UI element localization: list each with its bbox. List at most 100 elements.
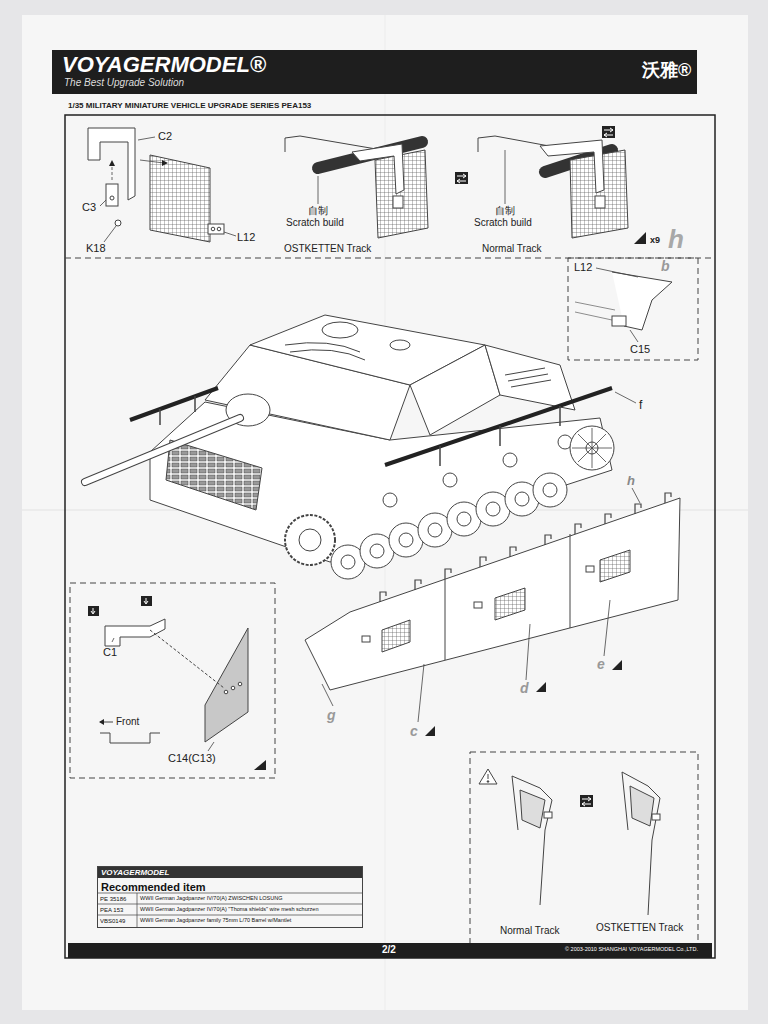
skirt-panel — [570, 534, 571, 628]
skirt-rail — [130, 388, 218, 420]
skirt-panel — [474, 602, 482, 608]
node-text: VOYAGERMODEL — [101, 869, 169, 877]
node-text: 沃雅® — [642, 61, 691, 79]
leader-line — [138, 137, 155, 140]
bracket-detail — [100, 733, 160, 743]
tank-hull — [290, 350, 365, 360]
table-cell: PE 35186 — [100, 896, 126, 902]
running-gear — [503, 453, 517, 467]
leader-line — [100, 200, 106, 206]
scratch-build-assembly — [352, 144, 404, 194]
hanger-detail — [612, 316, 626, 326]
running-gear — [486, 502, 500, 516]
table-grid — [97, 866, 363, 878]
mount-comparison — [488, 774, 489, 779]
node-text: Recommended item — [101, 882, 206, 893]
mount-comparison — [512, 776, 552, 905]
mount-comparison — [479, 769, 497, 784]
bracket-detail — [91, 598, 148, 614]
swap-icon — [602, 126, 615, 138]
bracket-parts — [217, 227, 221, 231]
step-letter: b — [661, 259, 670, 273]
bracket-parts — [106, 184, 118, 206]
part-number: L12 — [574, 262, 592, 273]
paper-sheet — [22, 15, 748, 1010]
bracket-detail — [99, 719, 104, 725]
skirt-panel — [600, 550, 630, 582]
tank-hull — [285, 343, 360, 352]
step-letter: h — [627, 474, 635, 487]
table-cell: VBS0149 — [100, 918, 125, 924]
mount-comparison — [652, 814, 660, 820]
table-grid — [137, 893, 138, 928]
leader-line — [104, 226, 116, 242]
hanger-detail — [612, 272, 672, 330]
part-number: C2 — [158, 131, 172, 142]
skirt-panel — [362, 636, 370, 642]
running-gear — [543, 483, 557, 497]
table-cell: WWII German Jagdpanzer IV/70(A) ZWISCHEN… — [140, 896, 282, 902]
running-gear — [399, 533, 413, 547]
mount-comparison — [479, 769, 660, 915]
step-letter: h — [668, 226, 684, 252]
step-letter: g — [327, 708, 336, 722]
table-cell: PEA 153 — [100, 907, 123, 913]
node-text: VOYAGERMODEL® — [62, 54, 266, 76]
hanger-detail — [575, 312, 612, 320]
running-gear — [457, 512, 471, 526]
hanger-detail — [596, 268, 638, 277]
tank-hull — [166, 440, 262, 510]
bracket-detail — [105, 619, 165, 646]
skirt-rail — [615, 392, 636, 403]
tank-hull — [390, 340, 410, 350]
scratch-build-assembly — [393, 196, 403, 208]
step-mark — [425, 726, 435, 736]
step-letter: c — [410, 724, 418, 738]
direction-note: Front — [116, 717, 139, 727]
note-text: 自制 — [495, 206, 515, 216]
running-gear — [515, 492, 529, 506]
arrowhead — [109, 160, 115, 166]
bracket-detail — [238, 682, 242, 686]
footer-band: 2/2© 2003-2010 SHANGHAI VOYAGERMODEL Co.… — [68, 943, 712, 958]
panel-divider — [65, 258, 715, 259]
header-band: VOYAGERMODEL®The Best Upgrade Solution沃雅… — [52, 50, 697, 94]
bracket-detail — [88, 596, 248, 751]
bracket-detail — [205, 628, 248, 742]
swap-icon — [455, 172, 468, 184]
track-caption: Normal Track — [500, 926, 559, 936]
running-gear — [572, 428, 612, 468]
leader-line — [224, 232, 236, 236]
skirt-panel — [305, 488, 680, 722]
bracket-detail — [112, 638, 114, 642]
bracket-parts — [150, 155, 210, 242]
skirt-panel — [382, 620, 410, 652]
swap-icon — [602, 126, 615, 138]
table-grid — [97, 866, 363, 928]
track-caption: OSTKETTEN Track — [596, 923, 683, 933]
bracket-detail — [150, 630, 224, 688]
swap-icon — [457, 174, 466, 183]
arrowhead — [162, 160, 168, 166]
skirt-panel — [445, 579, 446, 660]
skirt-panel — [632, 488, 640, 503]
hanger-detail — [575, 268, 672, 342]
step-letter: f — [639, 399, 642, 411]
detail-panel — [568, 258, 698, 360]
running-gear — [533, 473, 567, 507]
step-letter: e — [597, 657, 605, 671]
mount-comparison — [580, 795, 593, 807]
scratch-build-assembly — [540, 140, 604, 193]
skirt-panel — [322, 684, 333, 706]
tank-hull — [150, 315, 612, 562]
note-text: Scratch build — [474, 218, 532, 228]
skirt-panel — [526, 624, 530, 680]
node-text: © 2003-2010 SHANGHAI VOYAGERMODEL Co.,LT… — [565, 947, 698, 953]
bracket-detail — [208, 742, 214, 751]
bracket-detail — [231, 686, 235, 690]
detail-panel — [70, 583, 275, 778]
leader-line — [140, 160, 164, 163]
step-mark — [634, 232, 646, 244]
bracket-parts — [211, 227, 215, 231]
